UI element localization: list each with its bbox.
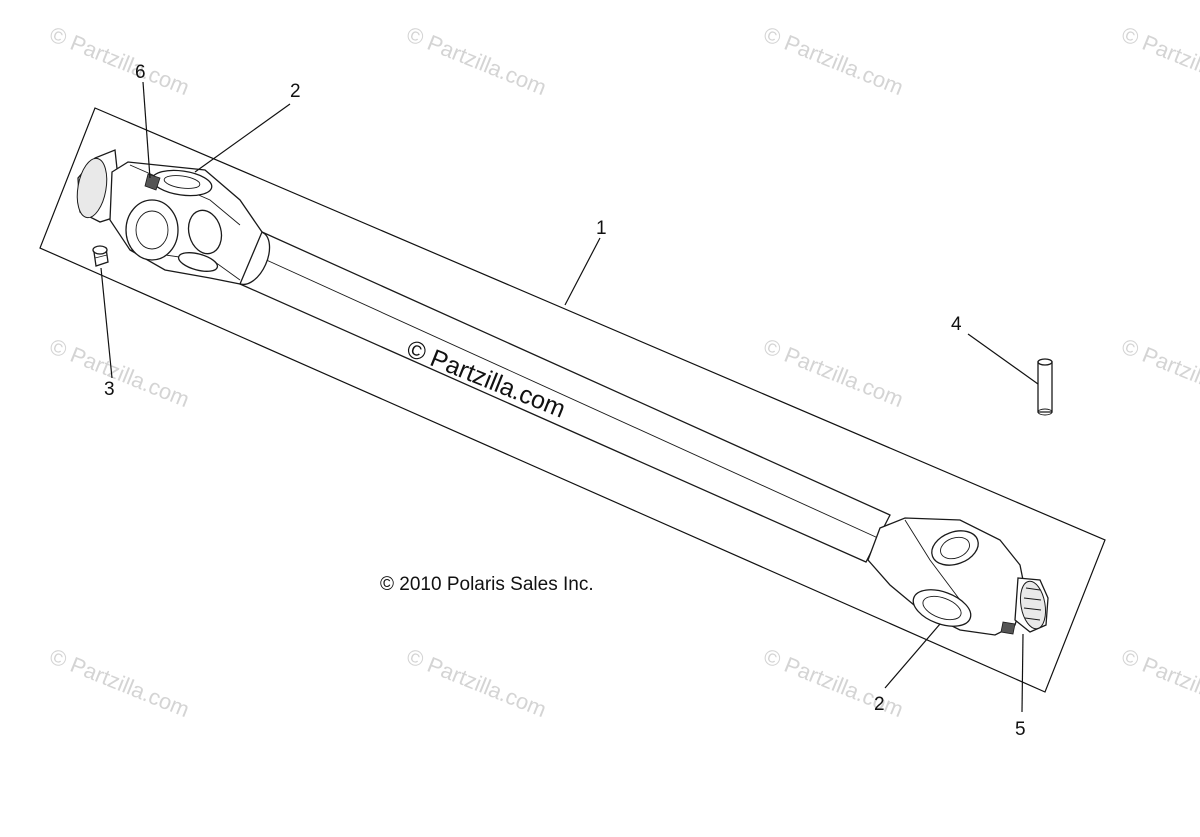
leader-2b (884, 623, 941, 689)
leader-4 (967, 333, 1039, 385)
callout-1: 1 (596, 218, 607, 239)
copyright-text: © 2010 Polaris Sales Inc. (380, 574, 594, 595)
leader-6 (142, 81, 151, 179)
watermark: © Partzilla.com (760, 21, 907, 100)
callout-4: 4 (951, 314, 962, 335)
callout-labels: 1 2 2 3 4 5 6 (104, 62, 1026, 740)
watermark: © Partzilla.com (1118, 643, 1200, 722)
watermark: © Partzilla.com (403, 21, 550, 100)
watermark: © Partzilla.com (46, 21, 193, 100)
grease-fitting (92, 245, 109, 267)
watermark: © Partzilla.com (403, 643, 550, 722)
watermark: © Partzilla.com (1118, 333, 1200, 412)
right-u-joint (867, 517, 1049, 636)
watermark: © Partzilla.com (1118, 21, 1200, 100)
leader-lines (100, 81, 1039, 713)
watermark: © Partzilla.com (46, 333, 193, 412)
roll-pin (1037, 358, 1053, 416)
leader-1 (564, 237, 601, 306)
watermark: © Partzilla.com (46, 643, 193, 722)
callout-5: 5 (1015, 719, 1026, 740)
left-u-joint (76, 149, 263, 285)
watermark: © Partzilla.com (760, 643, 907, 722)
callout-2-right: 2 (874, 694, 885, 715)
leader-3 (100, 267, 113, 379)
callout-6: 6 (135, 62, 146, 83)
callout-3: 3 (104, 379, 115, 400)
leader-2a (194, 103, 291, 173)
leader-5 (1021, 633, 1024, 713)
callout-2-left: 2 (290, 81, 301, 102)
assembly-outline (39, 107, 1106, 693)
watermark: © Partzilla.com (760, 333, 907, 412)
